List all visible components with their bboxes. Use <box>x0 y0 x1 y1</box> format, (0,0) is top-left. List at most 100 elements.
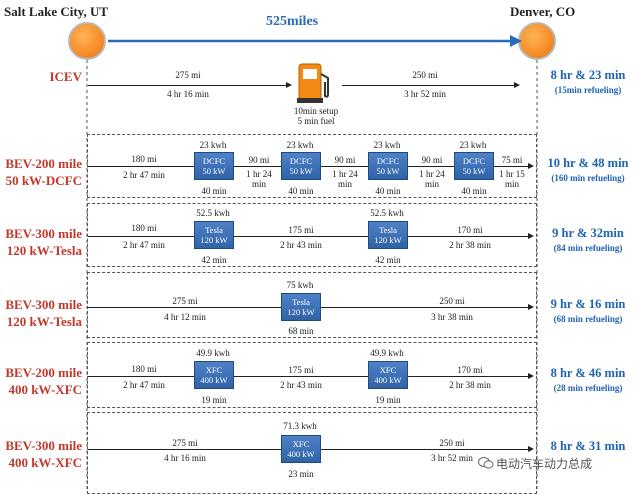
row-label-bev200-dcfc: BEV-200 mile 50 kW-DCFC <box>0 155 82 189</box>
charger-box: Tesla 120 kW <box>368 221 408 249</box>
row-label-line: 120 kW-Tesla <box>6 314 82 329</box>
charge-duration: 42 min <box>201 255 227 265</box>
leg-arrowhead <box>528 304 534 310</box>
fuel-stop-caption: 10min setup 5 min fuel <box>294 106 338 126</box>
wechat-logo-icon <box>478 457 494 469</box>
leg-time: 4 hr 16 min <box>164 453 206 463</box>
row-result: 9 hr & 16 min <box>550 297 626 311</box>
charger-box: DCFC 50 kW <box>368 152 408 180</box>
row-result: 8 hr & 46 min <box>550 366 626 380</box>
scenario-box <box>87 342 537 408</box>
charge-duration: 40 min <box>288 186 314 196</box>
row-label-line: BEV-200 mile <box>5 156 82 171</box>
row-label-line: 120 kW-Tesla <box>6 243 82 258</box>
leg-line <box>494 166 530 167</box>
leg-time: 1 hr 15 min <box>499 169 525 189</box>
leg-time: 2 hr 47 min <box>123 240 165 250</box>
leg-distance: 250 mi <box>439 438 465 448</box>
row-refueling-note: (15min refueling) <box>554 85 622 95</box>
charger-power: 50 kW <box>462 166 486 176</box>
leg-distance: 250 mi <box>439 296 465 306</box>
leg-time: 3 hr 38 min <box>431 312 473 322</box>
leg-time: 2 hr 38 min <box>449 380 491 390</box>
leg-line <box>88 449 281 450</box>
row-label-bev300-xfc: BEV-300 mile 400 kW-XFC <box>0 437 82 471</box>
leg-line <box>342 85 516 86</box>
leg-distance: 170 mi <box>457 365 483 375</box>
leg-line <box>88 85 288 86</box>
charger-name: DCFC <box>202 156 226 166</box>
leg-distance: 250 mi <box>412 70 438 80</box>
leg-distance: 275 mi <box>172 438 198 448</box>
leg-arrowhead <box>528 446 534 452</box>
leg-arrowhead <box>528 233 534 239</box>
leg-line <box>88 376 194 377</box>
row-refueling-note: (84 min refueling) <box>553 243 623 253</box>
charger-box: XFC 400 kW <box>194 361 234 389</box>
charger-power: 120 kW <box>374 235 402 245</box>
charger-name: DCFC <box>376 156 400 166</box>
charge-duration: 19 min <box>375 395 401 405</box>
leg-time: 4 hr 16 min <box>167 89 209 99</box>
charger-power: 120 kW <box>287 307 315 317</box>
charger-box: Tesla 120 kW <box>194 221 234 249</box>
leg-time: 1 hr 24 min <box>332 169 358 189</box>
leg-time: 3 hr 52 min <box>431 453 473 463</box>
charge-duration: 42 min <box>375 255 401 265</box>
leg-time: 3 hr 52 min <box>404 89 446 99</box>
leg-time: 2 hr 43 min <box>280 380 322 390</box>
charger-power: 50 kW <box>376 166 400 176</box>
charge-energy: 75 kwh <box>286 280 314 290</box>
charger-power: 400 kW <box>200 375 228 385</box>
row-result: 8 hr & 31 min <box>550 439 626 453</box>
row-label-bev300-tesla: BEV-300 mile 120 kW-Tesla <box>0 225 82 259</box>
charger-name: XFC <box>292 439 310 449</box>
leg-distance: 90 mi <box>421 155 443 165</box>
charger-box: DCFC 50 kW <box>194 152 234 180</box>
charge-energy: 49.9 kwh <box>370 348 404 358</box>
leg-time: 2 hr 38 min <box>449 240 491 250</box>
fuel-stop-caption-line: 10min setup <box>293 106 339 116</box>
charge-duration: 40 min <box>375 186 401 196</box>
charger-power: 120 kW <box>200 235 228 245</box>
charge-energy: 71.3 kwh <box>283 421 317 431</box>
charge-energy: 23 kwh <box>459 140 487 150</box>
leg-time: 2 hr 43 min <box>280 240 322 250</box>
total-distance-label: 525miles <box>266 14 319 29</box>
row-label-line: BEV-300 mile <box>5 226 82 241</box>
fuel-stop-caption-line: 5 min fuel <box>297 116 335 126</box>
leg-line <box>234 236 368 237</box>
leg-line <box>234 166 282 167</box>
charge-energy: 23 kwh <box>286 140 314 150</box>
charger-name: Tesla <box>205 225 223 235</box>
charge-duration: 23 min <box>288 469 314 479</box>
row-label-line: BEV-300 mile <box>5 297 82 312</box>
row-label-line: BEV-200 mile <box>5 365 82 380</box>
leg-distance: 75 mi <box>501 155 523 165</box>
row-result: 10 hr & 48 min <box>547 156 629 170</box>
charger-name: DCFC <box>289 156 313 166</box>
origin-city-label: Salt Lake City, UT <box>4 4 109 19</box>
total-route-arrowhead <box>510 35 522 47</box>
charger-power: 50 kW <box>202 166 226 176</box>
leg-distance: 180 mi <box>131 364 157 374</box>
origin-city-marker <box>68 22 106 60</box>
row-refueling-note: (160 min refueling) <box>551 173 625 183</box>
charger-power: 50 kW <box>289 166 313 176</box>
scenario-box <box>87 272 537 338</box>
charger-power: 400 kW <box>287 449 315 459</box>
row-label-line: 400 kW-XFC <box>8 382 82 397</box>
leg-distance: 275 mi <box>175 70 201 80</box>
leg-distance: 180 mi <box>131 154 157 164</box>
scenario-box <box>87 134 537 198</box>
charge-duration: 40 min <box>201 186 227 196</box>
leg-distance: 175 mi <box>288 225 314 235</box>
leg-line <box>408 236 530 237</box>
charge-energy: 49.9 kwh <box>196 348 230 358</box>
leg-arrowhead <box>528 163 534 169</box>
row-label-line: 50 kW-DCFC <box>5 173 82 188</box>
charger-box: XFC 400 kW <box>368 361 408 389</box>
charge-duration: 40 min <box>461 186 487 196</box>
charger-name: Tesla <box>379 225 397 235</box>
